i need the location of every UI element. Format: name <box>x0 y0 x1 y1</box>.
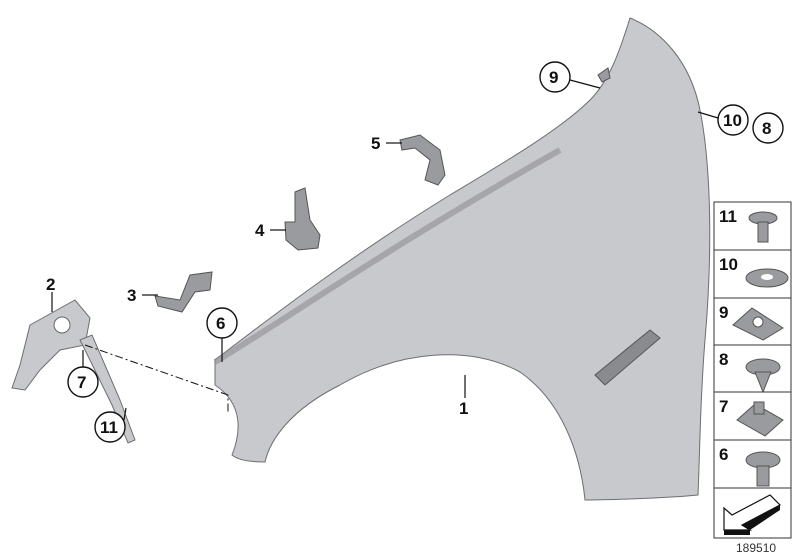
bracket-part-4[interactable] <box>284 187 321 251</box>
cage-nut-icon <box>736 401 784 437</box>
self-tapping-screw-icon <box>745 358 781 394</box>
callout-8[interactable]: 8 <box>752 112 784 144</box>
direction-arrow-icon <box>723 494 782 535</box>
callout-5[interactable]: 5 <box>371 134 402 153</box>
legend-item-6[interactable]: 6 <box>713 439 792 489</box>
svg-text:1: 1 <box>459 399 468 418</box>
svg-text:7: 7 <box>719 397 728 416</box>
svg-text:2: 2 <box>46 275 55 294</box>
callout-10[interactable]: 10 <box>697 104 749 136</box>
bracket-part-3[interactable] <box>154 271 213 313</box>
legend-item-10[interactable]: 10 <box>713 249 792 299</box>
assembly-line <box>84 344 229 412</box>
callout-3[interactable]: 3 <box>127 286 158 305</box>
bracket-part-2[interactable] <box>11 299 91 391</box>
svg-text:6: 6 <box>216 314 225 333</box>
svg-text:9: 9 <box>719 303 728 322</box>
svg-text:4: 4 <box>255 221 265 240</box>
legend-item-7[interactable]: 7 <box>713 391 792 441</box>
fender-part-1[interactable] <box>213 17 711 501</box>
callout-4[interactable]: 4 <box>255 221 286 240</box>
legend-item-9[interactable]: 9 <box>713 297 792 346</box>
svg-text:9: 9 <box>549 68 558 87</box>
hex-bolt-collar-icon <box>745 451 781 487</box>
hex-bolt-icon <box>748 211 778 243</box>
svg-text:8: 8 <box>762 119 771 138</box>
diagram-number: 189510 <box>736 541 776 555</box>
svg-text:11: 11 <box>100 418 118 437</box>
bracket-part-5[interactable] <box>399 134 446 186</box>
svg-text:6: 6 <box>719 445 728 464</box>
callout-1[interactable]: 1 <box>459 375 468 418</box>
callout-7[interactable]: 7 <box>67 350 99 398</box>
clip-nut-icon <box>732 307 784 341</box>
callout-9[interactable]: 9 <box>539 61 611 93</box>
svg-text:7: 7 <box>77 373 86 392</box>
strut-part-11[interactable] <box>79 334 136 444</box>
callout-2[interactable]: 2 <box>46 275 55 312</box>
svg-text:11: 11 <box>719 207 737 226</box>
washer-icon <box>745 268 789 288</box>
svg-text:5: 5 <box>371 134 380 153</box>
svg-text:8: 8 <box>719 350 728 369</box>
svg-text:3: 3 <box>127 286 136 305</box>
callout-6[interactable]: 6 <box>206 307 238 362</box>
legend-item-11[interactable]: 11 <box>713 201 792 251</box>
svg-text:10: 10 <box>719 255 738 274</box>
legend-item-8[interactable]: 8 <box>713 344 792 394</box>
callout-11[interactable]: 11 <box>94 407 127 443</box>
legend-item-direction[interactable] <box>713 487 792 539</box>
svg-text:10: 10 <box>723 111 742 130</box>
fastener-legend: 11 10 9 8 <box>713 201 792 539</box>
